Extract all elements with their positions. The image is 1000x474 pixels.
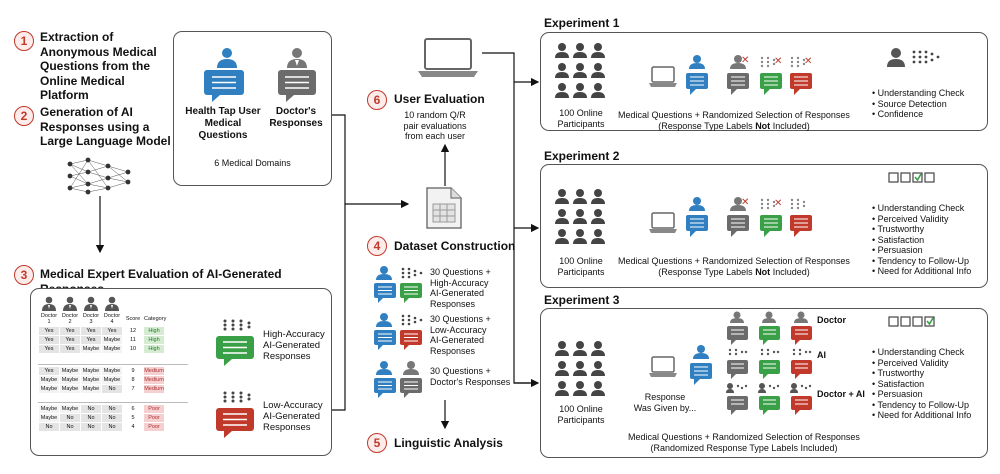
laptop-icon (418, 38, 478, 77)
evaluation-matrix: Doctor 1 Doctor 2 Doctor 3 Doctor 4 Scor… (38, 312, 167, 326)
step-2-number: 2 (14, 106, 34, 126)
experiment-2-title: Experiment 2 (544, 149, 620, 163)
svg-text:✕: ✕ (804, 56, 812, 67)
source-data-box (173, 31, 332, 186)
matrix-header: Doctor 2 (61, 313, 79, 325)
experiment-2-outcomes: Understanding CheckPerceived ValidityTru… (872, 203, 972, 277)
matrix-header: Doctor 4 (103, 313, 121, 325)
experiment-2-responses-icon: ✕ ✕ (686, 197, 812, 237)
matrix-divider (38, 402, 188, 403)
step-5-number: 5 (367, 433, 387, 453)
label-doctor: Doctor (817, 315, 846, 325)
dataset-low-icon (374, 313, 423, 350)
laptop-icon (649, 212, 677, 233)
label-doctor-ai: Doctor + AI (817, 389, 865, 399)
green-chat-bubble-icon (216, 336, 254, 366)
svg-text:✕: ✕ (741, 197, 749, 208)
dataset-doctor-label: 30 Questions +Doctor's Responses (430, 366, 511, 387)
blue-chat-bubble-icon (204, 70, 244, 102)
gray-chat-bubble-icon (278, 70, 316, 102)
experiment-2-caption: Medical Questions + Randomized Selection… (618, 256, 850, 277)
dataset-doctor-icon (374, 361, 422, 398)
laptop-icon (649, 66, 677, 87)
medical-domains-label: 6 Medical Domains (214, 158, 291, 168)
step-4-number: 4 (367, 236, 387, 256)
matrix-header: Doctor 1 (40, 313, 58, 325)
ai-network-small-icon (223, 391, 251, 403)
red-chat-bubble-icon (216, 408, 254, 438)
experiment-3-outcomes: Understanding CheckPerceived ValidityTru… (872, 347, 972, 421)
participants-icon (555, 43, 605, 98)
user-icon (217, 48, 237, 68)
experiment-1-title: Experiment 1 (544, 16, 620, 30)
matrix-header: Category (144, 316, 167, 322)
svg-text:✕: ✕ (774, 56, 782, 67)
spreadsheet-file-icon (426, 187, 462, 229)
rating-checkboxes-icon (888, 172, 935, 183)
step-6-number: 6 (367, 90, 387, 110)
experiment-3-responses-grid (726, 311, 812, 415)
expert-evaluation-box (30, 288, 332, 456)
step-4-title: Dataset Construction (394, 239, 516, 253)
user-icon (690, 345, 712, 385)
svg-text:✕: ✕ (774, 198, 782, 209)
matrix-header: Score (125, 316, 141, 322)
doctor-ai-icon (887, 48, 940, 67)
neural-network-icon (67, 157, 131, 195)
ai-network-small-icon (223, 319, 251, 331)
matrix-divider (38, 364, 188, 365)
experiment-1-outcomes: Understanding CheckSource DetectionConfi… (872, 88, 965, 120)
participants-icon (555, 341, 605, 396)
svg-text:✕: ✕ (741, 55, 749, 66)
experiment-1-caption: Medical Questions + Randomized Selection… (618, 110, 850, 131)
step-3-number: 3 (14, 265, 34, 285)
step-1-number: 1 (14, 31, 34, 51)
step-5-title: Linguistic Analysis (394, 436, 503, 450)
doctor-icons-row (42, 296, 119, 311)
label-ai: AI (817, 350, 826, 360)
step-6-title: User Evaluation (394, 92, 485, 106)
participants-icon (555, 189, 605, 244)
laptop-icon (649, 356, 677, 377)
matrix-header: Doctor 3 (82, 313, 100, 325)
rating-checkboxes-icon (888, 316, 935, 327)
experiment-1-responses-icon: ✕ ✕ ✕ (686, 55, 812, 95)
dataset-high-icon (374, 266, 423, 303)
experiment-3-caption: Medical Questions + Randomized Selection… (628, 432, 860, 453)
doctor-icon (287, 48, 307, 68)
experiment-3-title: Experiment 3 (544, 293, 620, 307)
